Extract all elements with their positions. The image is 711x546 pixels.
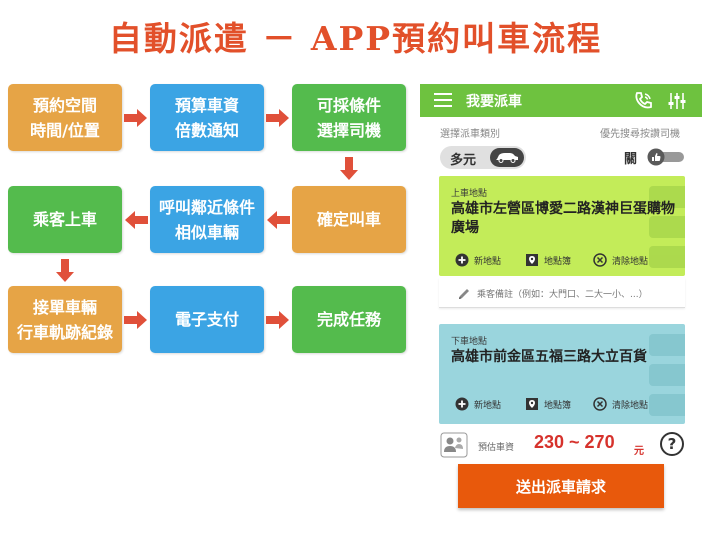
flow-step-line: 選擇司機 [316,120,381,140]
dropoff-title: 下車地點 [451,337,488,347]
passenger-note-input[interactable]: 乘客備註（例如：大門口、二大一小、...） [439,278,685,308]
vehicle-type-select[interactable]: 多元 [440,146,526,169]
flow-step-select-driver: 可採條件選擇司機 [292,84,406,151]
dropoff-card[interactable]: 下車地點 高雄市前金區五福三路大立百貨 新地點 地點簿 清除地點 [439,324,685,424]
flow-step-line: 確定叫車 [316,210,381,229]
flow-step-line: 預約空間 [32,95,97,115]
arrow-right-icon [266,310,290,330]
passenger-note-placeholder: 乘客備註（例如：大門口、二大一小、...） [477,290,648,300]
action-label: 地點簿 [544,256,572,267]
clear-circle-icon [593,253,607,267]
flow-step-complete: 完成任務 [292,286,406,353]
priority-toggle-label: 關 [624,152,638,167]
dropoff-address: 高雄市前金區五福三路大立百貨 [451,349,647,365]
action-label: 新地點 [474,400,502,411]
filter-sliders-icon[interactable] [666,90,688,112]
taxi-decoration-icon [645,176,685,276]
taxi-decoration-icon [645,324,685,424]
flow-step-reserve: 預約空間時間/位置 [8,84,122,151]
flow-step-confirm-call: 確定叫車 [292,186,406,253]
phone-icon[interactable] [632,90,654,112]
location-book-icon [525,397,539,411]
priority-driver-toggle[interactable] [646,148,688,166]
page-title: 自動派遣 － APP預約叫車流程 [108,19,603,58]
flow-step-vehicle-tracking: 接單車輛行車軌跡紀錄 [8,286,122,353]
app-header-title: 我要派車 [466,94,522,110]
plus-circle-icon [455,397,469,411]
action-label: 清除地點 [612,400,649,411]
arrow-left-icon [266,210,290,230]
flow-step-call-nearby: 呼叫鄰近條件相似車輛 [150,186,264,253]
flow-step-line: 可採條件 [316,95,381,115]
clear-circle-icon [593,397,607,411]
flow-step-line: 呼叫鄰近條件 [158,197,255,217]
arrow-right-icon [124,310,148,330]
dropoff-address-book-button[interactable]: 地點簿 [525,396,571,412]
fare-estimate: 預估車資 230 ~ 270 元 ? [438,430,688,460]
flow-step-line: 時間/位置 [30,120,100,140]
action-label: 清除地點 [612,256,649,267]
app-header: 我要派車 [420,84,702,117]
location-book-icon [525,253,539,267]
vehicle-type-label: 選擇派車類別 [440,129,500,140]
vehicle-type-value: 多元 [450,153,477,168]
action-label: 地點簿 [544,400,572,411]
arrow-right-icon [124,108,148,128]
flow-step-line: 相似車輛 [174,222,239,242]
arrow-down-icon [55,259,75,283]
flow-step-line: 完成任務 [316,310,381,329]
dropoff-new-location-button[interactable]: 新地點 [455,396,501,412]
pickup-new-location-button[interactable]: 新地點 [455,252,501,268]
action-label: 新地點 [474,256,502,267]
flow-step-line: 倍數通知 [174,120,239,140]
flow-step-line: 行車軌跡紀錄 [16,322,113,342]
priority-driver-label: 優先搜尋按讚司機 [600,129,680,140]
fare-value: 230 ~ 270 [534,432,615,452]
flow-step-line: 預算車資 [174,95,239,115]
app-screen: 我要派車 選擇派車類別 優先搜尋按讚司機 多元 [420,84,702,524]
pickup-card[interactable]: 上車地點 高雄市左營區博愛二路漢神巨蛋購物廣場 新地點 地點簿 清除地點 [439,176,685,276]
flow-step-line: 電子支付 [174,310,239,329]
passengers-icon [440,432,468,462]
car-icon [490,148,524,167]
fare-label: 預估車資 [478,443,515,453]
dropoff-clear-location-button[interactable]: 清除地點 [593,396,648,412]
menu-icon[interactable] [434,93,452,107]
flow-step-line: 接單車輛 [32,297,97,317]
fare-unit: 元 [634,446,644,457]
arrow-down-icon [339,157,359,181]
help-icon[interactable]: ? [660,432,684,456]
flow-step-line: 乘客上車 [32,210,97,229]
flow-step-fare-estimate: 預算車資倍數通知 [150,84,264,151]
flow-step-e-payment: 電子支付 [150,286,264,353]
pickup-title: 上車地點 [451,189,488,199]
arrow-left-icon [124,210,148,230]
pencil-icon [457,286,471,305]
pickup-address-book-button[interactable]: 地點簿 [525,252,571,268]
arrow-right-icon [266,108,290,128]
submit-dispatch-button[interactable]: 送出派車請求 [458,464,664,508]
pickup-clear-location-button[interactable]: 清除地點 [593,252,648,268]
flow-step-passenger-board: 乘客上車 [8,186,122,253]
pickup-address: 高雄市左營區博愛二路漢神巨蛋購物廣場 [451,201,675,236]
plus-circle-icon [455,253,469,267]
